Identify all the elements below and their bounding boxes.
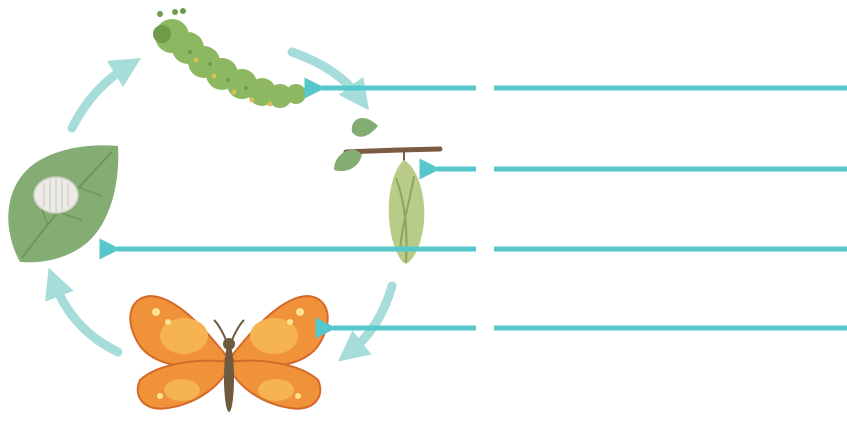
caterpillar-icon xyxy=(153,8,306,108)
cycle-arrow-egg-to-caterpillar xyxy=(72,66,128,128)
egg-on-leaf-icon xyxy=(8,145,118,262)
cycle-arrow-butterfly-to-egg xyxy=(54,282,118,352)
butterfly-icon xyxy=(130,296,327,412)
chrysalis-icon xyxy=(334,118,440,264)
label-pointers xyxy=(117,88,847,328)
cycle-arrow-pupa-to-butterfly xyxy=(350,286,392,352)
